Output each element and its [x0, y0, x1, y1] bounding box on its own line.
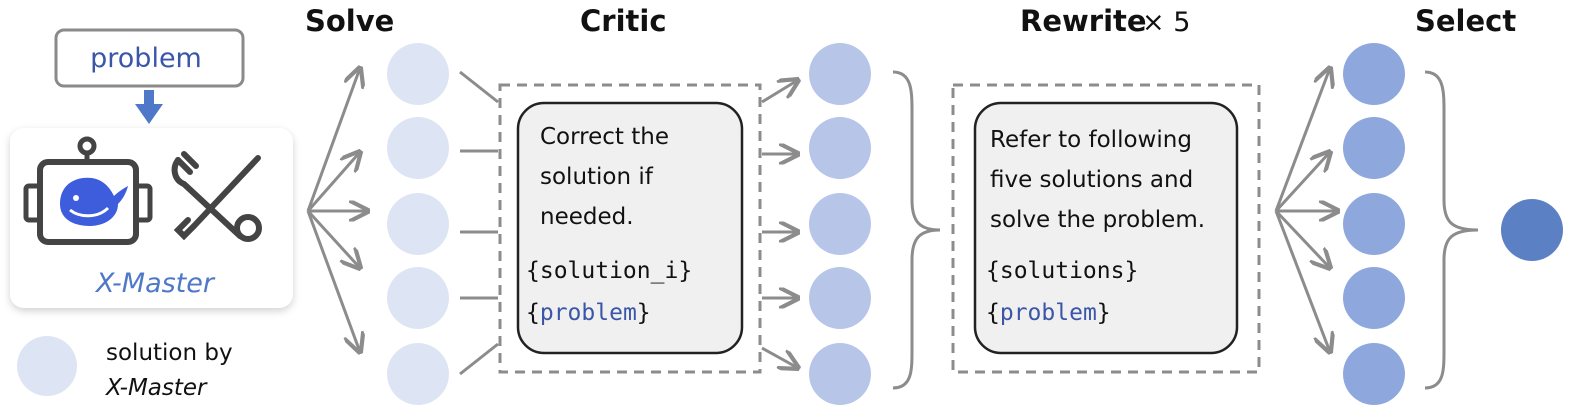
whale-icon: [60, 177, 128, 226]
critic-output-arrows: [761, 80, 798, 368]
connector-1: [459, 70, 499, 104]
gather-brace-1: [892, 70, 941, 390]
legend-line1: solution by: [106, 340, 233, 366]
critic-node-1: [809, 43, 871, 105]
fan-arrow-4: [306, 209, 360, 268]
robot-icon: [23, 136, 153, 245]
problem-box: [54, 28, 245, 88]
legend-line2: X-Master: [105, 375, 208, 401]
critic-var-solution: {solution_i}: [526, 258, 692, 284]
rewrite-prompt-box: [973, 101, 1239, 355]
critic-var-problem: {problem}: [526, 300, 651, 326]
critic-column: [809, 43, 871, 405]
select-brace: [1424, 70, 1479, 390]
fan-arrow-5: [1274, 210, 1330, 352]
final-answer-node: [1501, 199, 1563, 261]
rewrite-var-problem: {problem}: [986, 300, 1111, 326]
fan-arrow-5: [306, 210, 360, 352]
critic-node-4: [809, 267, 871, 329]
solve-node-1: [387, 43, 449, 105]
solve-node-4: [387, 267, 449, 329]
solve-column: [387, 43, 449, 405]
rewrite-node-1: [1343, 43, 1405, 105]
agent-name: X-Master: [94, 268, 216, 299]
stage-label-select: Select: [1415, 4, 1516, 38]
fan-out-arrows-rewrite: [1274, 68, 1338, 352]
stage-label-critic: Critic: [580, 4, 667, 38]
connector-5: [459, 342, 499, 376]
stage-label-rewrite: Rewrite: [1020, 4, 1147, 38]
critic-node-2: [809, 117, 871, 179]
rewrite-dashed-frame: [951, 83, 1261, 374]
critic-node-5: [809, 343, 871, 405]
solve-to-critic-connectors: [459, 70, 499, 376]
fan-arrow-2: [306, 152, 360, 212]
solve-node-2: [387, 117, 449, 179]
down-arrow-icon: [135, 90, 163, 124]
rewrite-prompt-line-3: solve the problem.: [990, 207, 1205, 233]
solve-node-5: [387, 343, 449, 405]
critic-prompt-line-3: needed.: [540, 204, 634, 230]
problem-label: problem: [90, 43, 202, 74]
fan-arrow-1: [1274, 68, 1330, 212]
tools-icon: [171, 151, 262, 242]
stage-label-solve: Solve: [305, 4, 394, 38]
rewrite-node-2: [1343, 117, 1405, 179]
rewrite-node-4: [1343, 267, 1405, 329]
solve-node-3: [387, 193, 449, 255]
critic-arrow-1: [761, 80, 798, 104]
rewrite-prompt-line-2: five solutions and: [990, 167, 1193, 193]
stage-label-rewrite-times: × 5: [1142, 7, 1190, 38]
rewrite-prompt-line-1: Refer to following: [990, 127, 1192, 153]
critic-prompt-box: [516, 101, 744, 355]
rewrite-column: [1343, 43, 1405, 405]
legend-solution-node: [17, 336, 77, 396]
critic-node-3: [809, 193, 871, 255]
rewrite-node-5: [1343, 343, 1405, 405]
critic-prompt-line-2: solution if: [540, 164, 654, 190]
critic-prompt-line-1: Correct the: [540, 124, 669, 150]
fan-out-arrows-solve: [306, 68, 368, 352]
fan-arrow-1: [306, 68, 360, 212]
critic-arrow-5: [761, 346, 798, 368]
rewrite-node-3: [1343, 193, 1405, 255]
fan-arrow-2: [1274, 152, 1330, 213]
fan-arrow-4: [1274, 209, 1330, 268]
rewrite-var-solutions: {solutions}: [986, 258, 1138, 284]
